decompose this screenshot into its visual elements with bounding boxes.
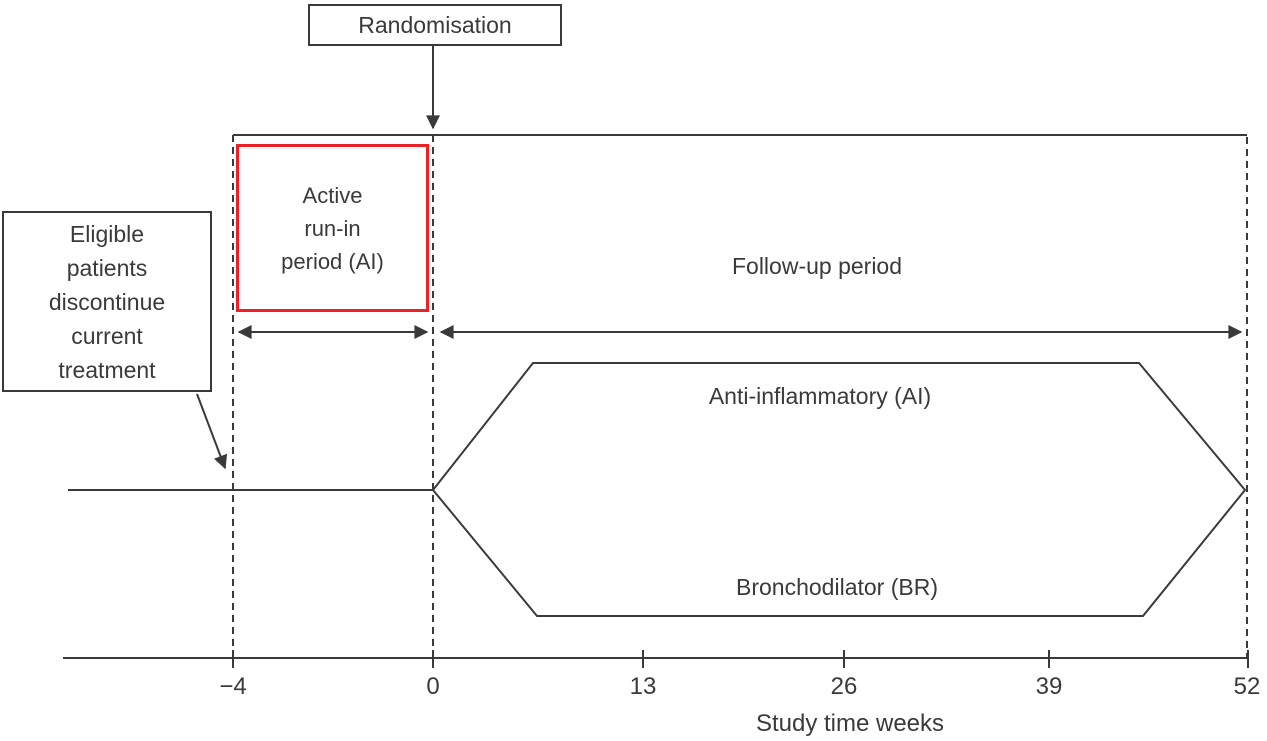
arm-bronchodilator-label: Bronchodilator (BR)	[736, 574, 938, 600]
eligible-line-1: Eligible	[69, 220, 145, 247]
tick-label-0: 0	[426, 673, 440, 700]
arm-anti-inflammatory-label: Anti-inflammatory (AI)	[708, 383, 932, 409]
tick-label-13: 13	[629, 673, 657, 700]
treatment-arms-hexagon	[431, 362, 1247, 617]
eligible-patients-box: Eligible patients discontinue current tr…	[2, 211, 212, 392]
eligible-patients-arrow	[196, 393, 228, 470]
eligible-line-2: patients	[66, 254, 148, 281]
follow-up-period-label: Follow-up period	[731, 253, 903, 279]
run-in-line-3: period (AI)	[281, 248, 384, 274]
axis-title: Study time weeks	[755, 710, 945, 737]
randomisation-label: Randomisation	[358, 11, 512, 38]
tick-label-39: 39	[1035, 673, 1063, 700]
tick-label-minus4: −4	[219, 673, 247, 700]
eligible-line-5: treatment	[58, 356, 156, 383]
randomisation-box: Randomisation	[308, 4, 562, 46]
tick-label-26: 26	[830, 673, 858, 700]
run-in-line-2: run-in	[304, 215, 361, 241]
eligible-line-3: discontinue	[48, 288, 166, 315]
eligible-line-4: current	[71, 322, 143, 349]
tick-label-52: 52	[1233, 673, 1261, 700]
run-in-line-1: Active	[302, 182, 363, 208]
active-run-in-box: Active run-in period (AI)	[236, 144, 429, 312]
